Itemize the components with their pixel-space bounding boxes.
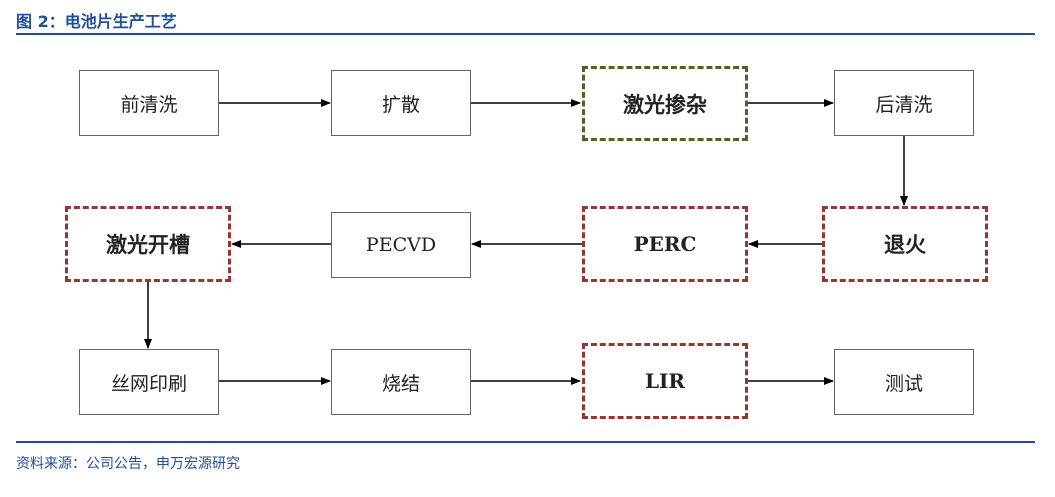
step-laser-doping: 激光掺杂 bbox=[582, 66, 748, 141]
step-post-clean: 后清洗 bbox=[834, 70, 974, 136]
step-screen-printing: 丝网印刷 bbox=[79, 349, 219, 415]
bottom-rule bbox=[16, 441, 1035, 443]
step-perc: PERC bbox=[582, 206, 748, 282]
top-rule bbox=[16, 33, 1035, 35]
step-diffusion: 扩散 bbox=[331, 70, 471, 136]
step-pecvd: PECVD bbox=[331, 212, 471, 278]
step-lir: LIR bbox=[582, 343, 748, 419]
step-pre-clean: 前清洗 bbox=[79, 70, 219, 136]
step-testing: 测试 bbox=[834, 349, 974, 415]
figure-title: 图 2：电池片生产工艺 bbox=[16, 12, 177, 31]
step-anneal: 退火 bbox=[822, 206, 988, 282]
step-laser-grooving: 激光开槽 bbox=[65, 206, 231, 282]
step-sintering: 烧结 bbox=[331, 349, 471, 415]
figure-source: 资料来源：公司公告，申万宏源研究 bbox=[16, 456, 240, 472]
